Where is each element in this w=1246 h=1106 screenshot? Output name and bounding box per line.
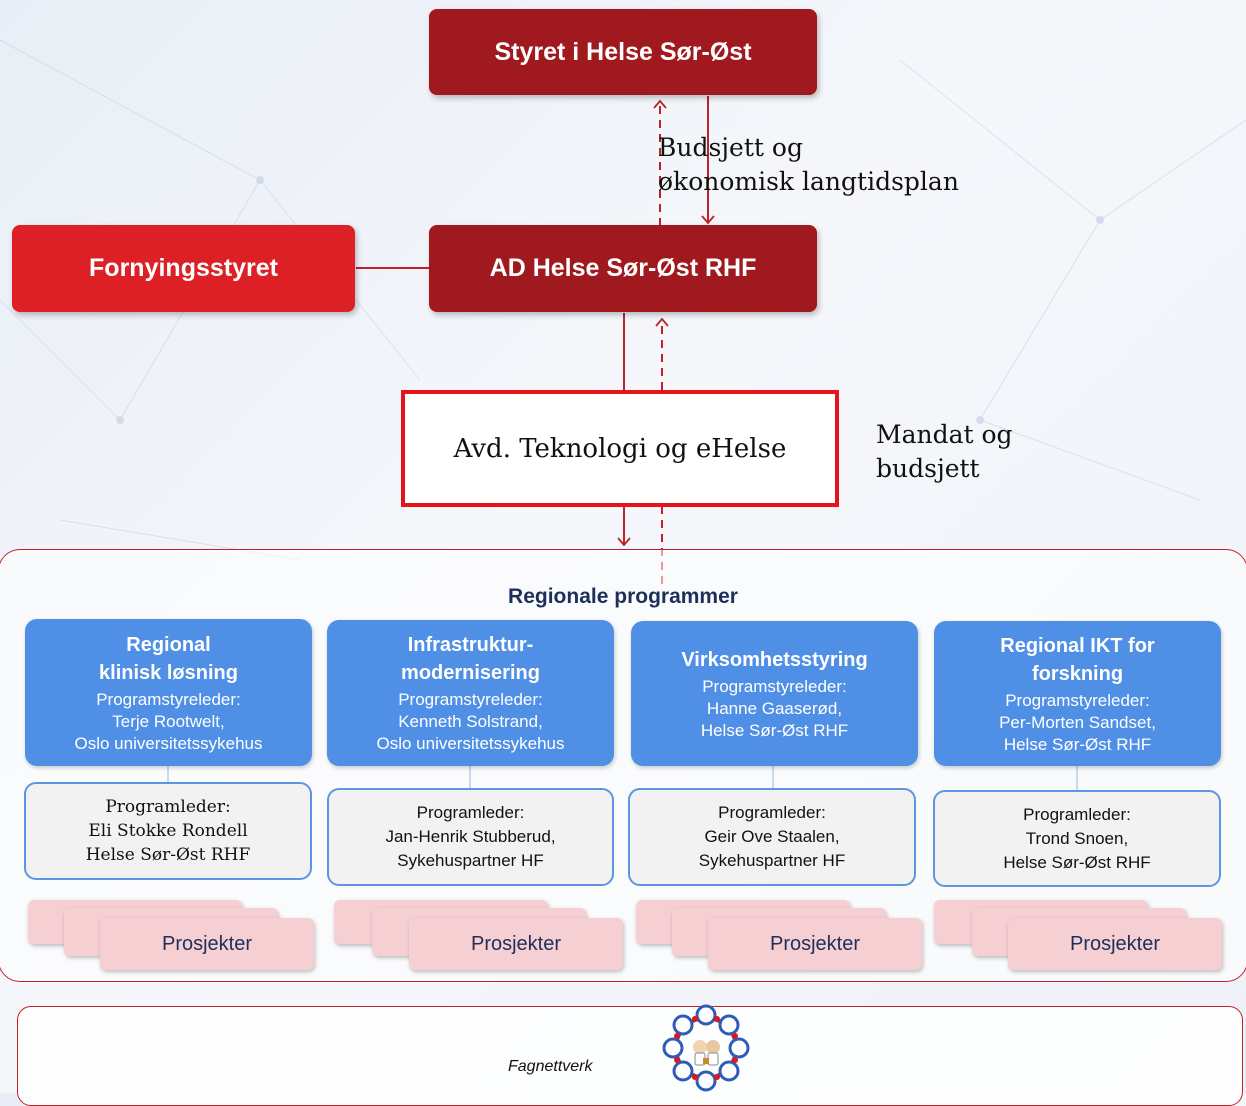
programleder-box-klinisk: Programleder: Eli Stokke Rondell Helse S… [24,782,312,880]
regional-programs-title: Regionale programmer [508,585,738,608]
ad-label: AD Helse Sør-Øst RHF [489,254,757,282]
projects-stack-infrastruktur: Prosjekter [409,918,623,970]
network-gear-icon [662,1004,750,1092]
styret-box: Styret i Helse Sør-Øst [429,9,817,95]
program-box-virksomhetsstyring: Virksomhetsstyring Programstyreleder: Ha… [631,621,918,766]
program-box-ikt-forskning: Regional IKT for forskning Programstyrel… [934,621,1221,766]
mandat-label: Mandat og budsjett [876,420,1013,483]
teknologi-box: Avd. Teknologi og eHelse [401,390,839,507]
fornyingsstyret-box: Fornyingsstyret [12,225,355,312]
teknologi-label: Avd. Teknologi og eHelse [453,433,787,464]
programleder-box-virksomhetsstyring: Programleder: Geir Ove Staalen, Sykehusp… [628,788,916,886]
program-box-infrastruktur: Infrastruktur- modernisering Programstyr… [327,620,614,766]
projects-stack-klinisk: Prosjekter [100,918,314,970]
budsjett-label: Budsjett og økonomisk langtidsplan [658,133,959,196]
program-box-klinisk: Regional klinisk løsning Programstyreled… [25,619,312,766]
styret-label: Styret i Helse Sør-Øst [494,37,752,66]
ad-box: AD Helse Sør-Øst RHF [429,225,817,312]
programleder-box-ikt-forskning: Programleder: Trond Snoen, Helse Sør-Øst… [933,790,1221,887]
fornyingsstyret-label: Fornyingsstyret [89,254,278,282]
projects-stack-virksomhetsstyring: Prosjekter [708,918,922,970]
fagnettverk-frame [17,1006,1243,1106]
projects-stack-ikt-forskning: Prosjekter [1008,918,1222,970]
programleder-box-infrastruktur: Programleder: Jan-Henrik Stubberud, Syke… [327,788,614,886]
fagnettverk-label: Fagnettverk [508,1058,593,1075]
